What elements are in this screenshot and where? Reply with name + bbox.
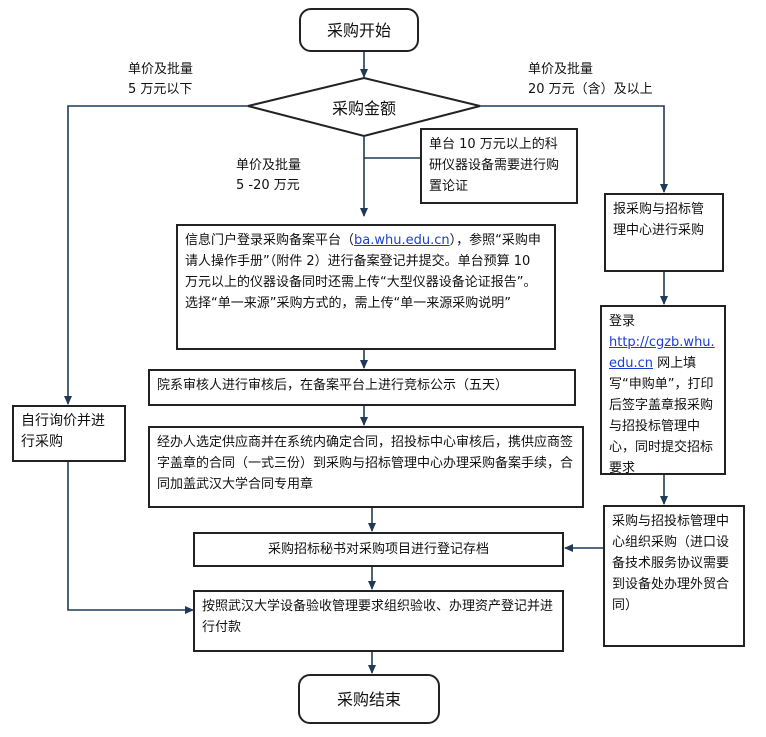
end-node: 采购结束: [298, 674, 440, 724]
step-login-pre: 登录: [609, 314, 636, 329]
branch-middle-line2: 5 -20 万元: [236, 178, 300, 193]
step-archive: 采购招标秘书对采购项目进行登记存档: [193, 532, 564, 567]
branch-right-label: 单价及批量 20 万元（含）及以上: [528, 60, 653, 100]
branch-right-line2: 20 万元（含）及以上: [528, 82, 653, 97]
step-acceptance: 按照武汉大学设备验收管理要求组织验收、办理资产登记并进行付款: [193, 590, 564, 652]
note-demonstration: 单台 10 万元以上的科研仪器设备需要进行购置论证: [420, 128, 578, 204]
start-node: 采购开始: [299, 8, 419, 52]
arrow-decision-to-report: [480, 105, 668, 193]
step-filing: 信息门户登录采购备案平台（ba.whu.edu.cn），参照“采购申请人操作手册…: [176, 224, 556, 350]
step-contract: 经办人选定供应商并在系统内确定合同，招投标中心审核后，携供应商签字盖章的合同（一…: [148, 426, 584, 508]
branch-left-line2: 5 万元以下: [128, 82, 193, 97]
arrow-self-to-acceptance: [67, 462, 194, 614]
branch-left-line1: 单价及批量: [128, 62, 194, 77]
decision-label: 采购金额: [331, 99, 396, 118]
step-filing-pre: 信息门户登录采购备案平台（: [185, 233, 355, 248]
filing-platform-link[interactable]: ba.whu.edu.cn: [354, 233, 450, 248]
step-organize: 采购与招投标管理中心组织采购（进口设备技术服务协议需要到设备处办理外贸合同）: [603, 505, 745, 647]
step-self-purchase: 自行询价并进行采购: [12, 405, 126, 462]
step-review: 院系审核人进行审核后，在备案平台上进行竞标公示（五天）: [148, 369, 576, 406]
step-filing-post: ），参照“采购申请人操作手册”（附件 2）进行备案登记并提交。单台预算 10 万…: [185, 233, 541, 311]
branch-middle-label: 单价及批量 5 -20 万元: [236, 156, 301, 196]
branch-left-label: 单价及批量 5 万元以下: [128, 60, 193, 100]
branch-right-line1: 单价及批量: [528, 62, 594, 77]
procurement-site-link[interactable]: http://cgzb.whu.edu.cn: [609, 335, 715, 371]
arrow-decision-to-self: [64, 105, 248, 405]
branch-middle-line1: 单价及批量: [236, 158, 302, 173]
step-report: 报采购与招标管理中心进行采购: [604, 193, 724, 272]
step-login: 登录 http://cgzb.whu.edu.cn 网上填写“申购单”，打印后签…: [600, 305, 726, 476]
step-login-post: 网上填写“申购单”，打印后签字盖章报采购与招投标管理中心，同时提交招标要求: [609, 356, 714, 476]
